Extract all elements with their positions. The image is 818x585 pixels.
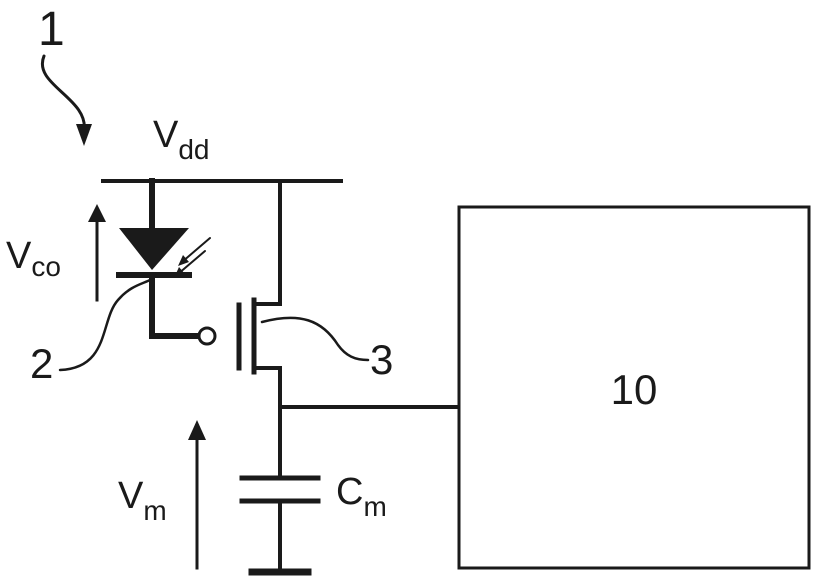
label-ref-circuit: 1 — [38, 3, 65, 56]
vm-arrowhead — [188, 420, 206, 440]
photodiode-pointer-curve — [58, 278, 152, 372]
light-ray-1 — [181, 237, 211, 263]
label-ref-transistor: 3 — [370, 336, 393, 383]
label-vdd: Vdd — [153, 114, 210, 165]
label-cm: Cm — [336, 471, 387, 522]
gate-bubble — [197, 326, 217, 346]
light-arrowhead-1 — [178, 255, 189, 266]
light-ray-2 — [177, 250, 206, 275]
light-arrowhead-2 — [174, 267, 185, 278]
circuit-pointer-arrowhead — [76, 124, 92, 146]
vco-arrowhead — [88, 204, 106, 222]
block-10 — [457, 205, 811, 570]
circuit-pointer-curve — [40, 54, 86, 134]
label-ref-photodiode: 2 — [30, 340, 53, 387]
label-vco: Vco — [6, 235, 61, 282]
photodiode-symbol — [119, 228, 189, 270]
label-ref-block: 10 — [611, 366, 658, 413]
transistor-pointer-curve — [260, 316, 370, 362]
label-vm: Vm — [118, 475, 167, 526]
